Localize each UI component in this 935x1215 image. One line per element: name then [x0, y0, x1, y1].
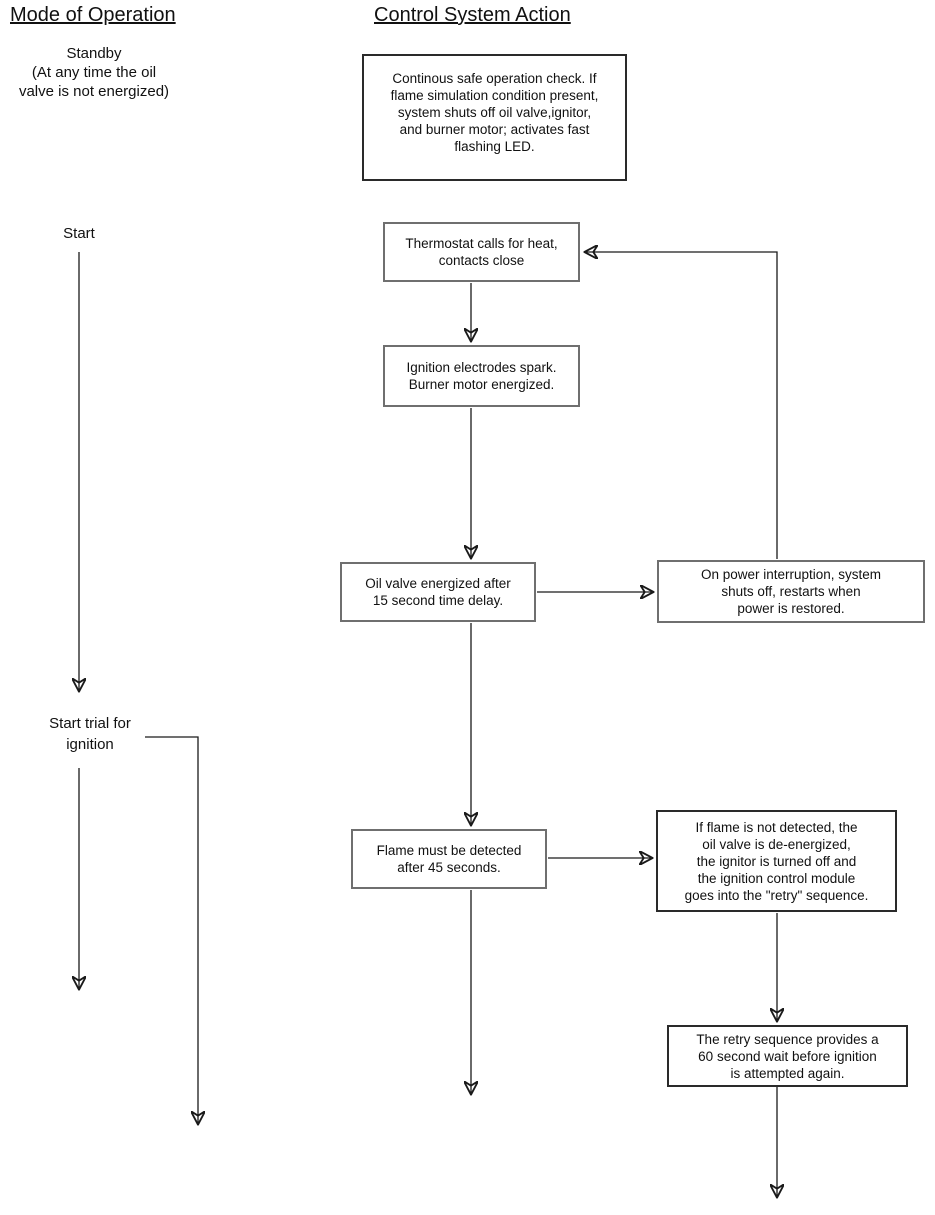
box-flame-must-be-detected: Flame must be detected after 45 seconds.: [351, 829, 547, 889]
label-start-trial-for-ignition: Start trial for ignition: [49, 715, 131, 753]
box-flame-not-detected-retry: If flame is not detected, the oil valve …: [656, 810, 897, 912]
box-power-interruption: On power interruption, system shuts off,…: [657, 560, 925, 623]
arrow-trial-connector-down: [145, 736, 198, 1124]
box-oil-valve-energized: Oil valve energized after 15 second time…: [340, 562, 536, 622]
arrow-power-feedback-to-thermostat: [585, 252, 778, 559]
box-continuous-safe-operation-check: Continous safe operation check. If flame…: [362, 54, 627, 181]
box-retry-sequence-wait: The retry sequence provides a 60 second …: [667, 1025, 908, 1087]
heading-mode-of-operation: Mode of Operation: [10, 4, 176, 26]
heading-control-system-action: Control System Action: [374, 4, 571, 26]
label-start: Start: [63, 225, 95, 242]
box-ignition-electrodes-spark: Ignition electrodes spark. Burner motor …: [383, 345, 580, 407]
box-thermostat-calls-for-heat: Thermostat calls for heat, contacts clos…: [383, 222, 580, 282]
label-standby: Standby (At any time the oil valve is no…: [18, 45, 170, 100]
